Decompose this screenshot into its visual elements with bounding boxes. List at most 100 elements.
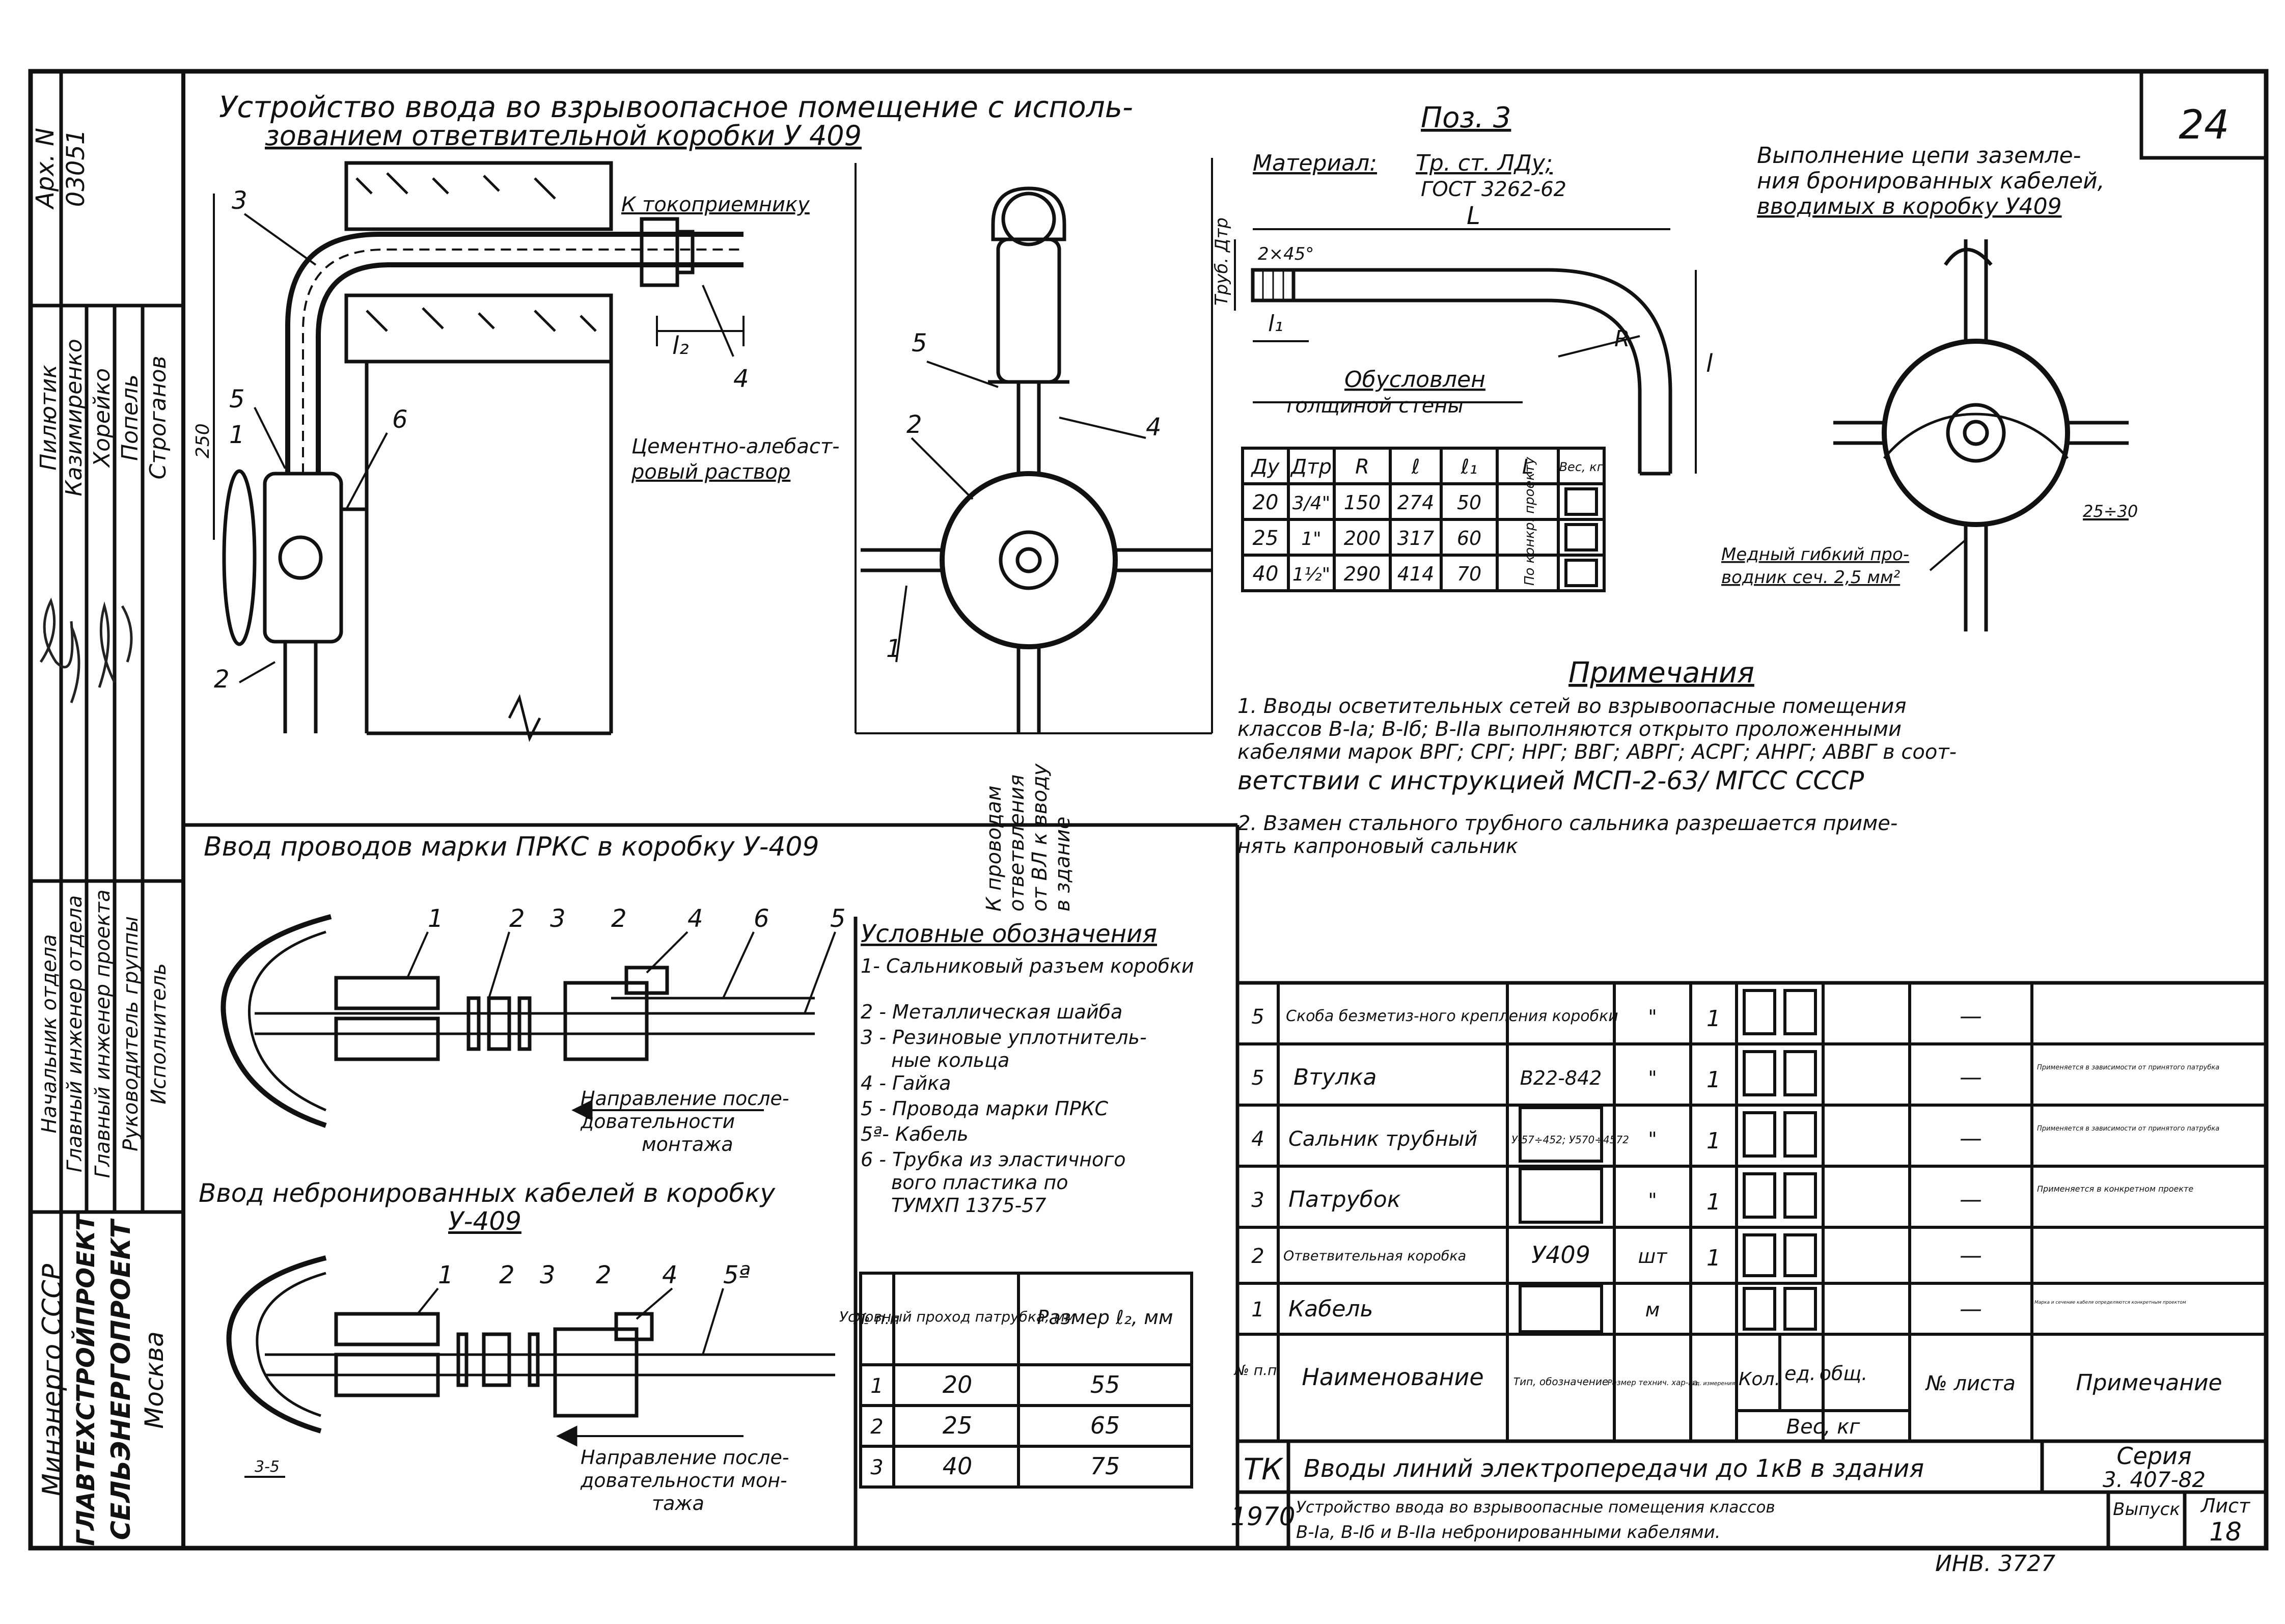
front-junction-box <box>940 471 1118 649</box>
note1-line1: 1. Вводы осветительных сетей во взрывооп… <box>1237 695 1906 718</box>
spec-row-2: 5 Втулка В22-842 " 1 — Применяется в зав… <box>1251 1064 2219 1093</box>
legend-item-8: 6 - Трубка из эластичного <box>861 1148 1126 1171</box>
nipple-r1c3: 55 <box>1090 1371 1120 1398</box>
branch-note-2: ответвления <box>1005 775 1029 912</box>
spec-note: Применяется в конкретном проекте <box>2037 1184 2193 1194</box>
pos3-r2c5: 60 <box>1457 527 1481 549</box>
spec-type: У-57÷452; У570÷4572 <box>1511 1134 1629 1146</box>
callout-1: 1 <box>229 421 245 449</box>
callout-5: 5 <box>229 385 245 414</box>
nipple-h-no: № п.п <box>853 1310 900 1328</box>
una-direction-1: Направление после- <box>581 1446 789 1469</box>
spec-unit: " <box>1648 1128 1657 1150</box>
prks-callout-2b: 2 <box>611 904 627 933</box>
callout-3: 3 <box>232 186 247 215</box>
spec-row-4: 3 Патрубок " 1 — Применяется в конкретно… <box>1251 1184 2193 1215</box>
side-name-1: Пилютик <box>36 365 62 471</box>
legend-item-6: 5 - Провода марки ПРКС <box>861 1097 1109 1120</box>
l1-label: l₁ <box>1268 311 1283 337</box>
spec-table-frame <box>1235 981 2268 1550</box>
pos3-h-l: ℓ <box>1411 455 1420 479</box>
legend-item-4: ные кольца <box>891 1049 1009 1071</box>
stamp-series-label: Серия <box>2116 1442 2191 1470</box>
nipple-r1c1: 1 <box>870 1374 883 1398</box>
stamp-subtitle-2: В-Iа, В-Iб и В-IIа небронированными кабе… <box>1296 1522 1721 1543</box>
spec-name: Втулка <box>1293 1064 1377 1090</box>
spec-qty: 1 <box>1706 1006 1721 1032</box>
pos3-r2c2: 1" <box>1301 529 1321 549</box>
spec-pos: 1 <box>1251 1298 1264 1322</box>
note1-line4: ветствии с инструкцией МСП-2-63/ МГСС СС… <box>1237 766 1864 795</box>
nipple-r2c3: 65 <box>1090 1412 1120 1439</box>
nipple-r3c2: 40 <box>943 1452 973 1480</box>
pos3-r3c1: 40 <box>1253 562 1279 586</box>
legend-item-10: ТУМХП 1375-57 <box>891 1194 1047 1217</box>
nipple-r1c2: 20 <box>943 1371 973 1398</box>
prks-drawing <box>221 914 836 1128</box>
archive-label: Арх. N <box>31 128 60 210</box>
spec-qty: 1 <box>1706 1067 1721 1093</box>
spec-h-type: Тип, обозначение <box>1513 1375 1608 1388</box>
archive-number: 03051 <box>62 129 90 207</box>
pos3-h-weight: Вес, кг <box>1559 460 1604 474</box>
spec-qty: 1 <box>1706 1189 1721 1215</box>
side-role-4: Руководитель группы <box>119 916 143 1151</box>
pos3-table <box>1241 447 1606 592</box>
nipple-r3c1: 3 <box>870 1456 883 1479</box>
callout-6: 6 <box>392 405 408 434</box>
front-callout-5: 5 <box>912 329 927 357</box>
wire-note-1: Медный гибкий про- <box>1721 544 1909 565</box>
spec-table-grid <box>1237 983 2266 1441</box>
prks-direction-3: монтажа <box>642 1133 733 1155</box>
grounding-title-1: Выполнение цепи заземле- <box>1757 143 2081 169</box>
mortar-label-2: ровый раствор <box>631 460 790 484</box>
spec-qty: 1 <box>1706 1128 1721 1154</box>
section-view <box>213 161 745 742</box>
unarmored-title-1: Ввод небронированных кабелей в коробку <box>199 1178 776 1208</box>
spec-type: В22-842 <box>1520 1067 1602 1089</box>
una-direction-2: довательности мон- <box>580 1469 787 1492</box>
org-1: Минэнерго СССР <box>37 1263 68 1496</box>
spec-note: Применяется в зависимости от принятого п… <box>2037 1125 2219 1133</box>
front-callout-1: 1 <box>886 635 902 663</box>
pos3-h-L: L <box>1522 455 1533 479</box>
spec-h-note: Примечание <box>2076 1370 2222 1396</box>
una-callout-2b: 2 <box>596 1261 612 1289</box>
spec-unit: шт <box>1638 1245 1668 1268</box>
prks-callout-5: 5 <box>830 904 846 933</box>
side-stamp: Арх. N 03051 Пилютик Казимиренко Хорейко… <box>31 128 171 1546</box>
spec-h-wunit: ед. <box>1784 1362 1816 1385</box>
main-title-line2: зованием ответвительной коробки У 409 <box>265 120 862 152</box>
una-callout-5a: 5ª <box>723 1261 750 1289</box>
legend-item-5: 4 - Гайка <box>861 1072 951 1094</box>
material-label: Материал: <box>1253 150 1377 176</box>
dim-250: 250 <box>192 423 213 458</box>
spec-h-unit: Ед. измерения <box>1692 1380 1736 1387</box>
legend-item-2: 2 - Металлическая шайба <box>861 1001 1122 1023</box>
stamp-tk: ТК <box>1244 1452 1284 1487</box>
legend-title: Условные обозначения <box>861 920 1157 948</box>
front-callout-2: 2 <box>906 410 922 439</box>
pos3-h-du: Ду <box>1251 455 1280 479</box>
pos3-h-l1: ℓ₁ <box>1461 455 1478 479</box>
side-role-5: Исполнитель <box>147 963 171 1104</box>
branch-note-3: от ВЛ к вводу <box>1028 763 1052 912</box>
pos3-r3c3: 290 <box>1344 563 1381 585</box>
spec-unit: м <box>1645 1299 1660 1321</box>
callout-2: 2 <box>214 665 230 694</box>
side-name-5: Строганов <box>145 356 171 480</box>
una-direction-3: тажа <box>652 1492 704 1515</box>
spec-note: Применяется в зависимости от принятого п… <box>2037 1064 2219 1071</box>
pos3-title: Поз. 3 <box>1421 101 1511 134</box>
spec-name: Патрубок <box>1288 1187 1401 1213</box>
spec-unit: " <box>1648 1006 1657 1028</box>
pos3-r3c5: 70 <box>1457 563 1481 585</box>
spec-pos: 5 <box>1251 1066 1264 1090</box>
spec-type: У409 <box>1531 1241 1590 1269</box>
nipple-h-size: Размер ℓ₂, мм <box>1037 1306 1173 1329</box>
spec-row-1: 5 Скоба безметиз-ного крепления коробки … <box>1251 1003 1982 1032</box>
nipple-r2c1: 2 <box>870 1415 883 1439</box>
spec-row-6: 1 Кабель м — Марка и сечение кабеля опре… <box>1251 1296 2186 1322</box>
branch-note: К проводам ответвления от ВЛ к вводу в з… <box>982 763 1075 912</box>
